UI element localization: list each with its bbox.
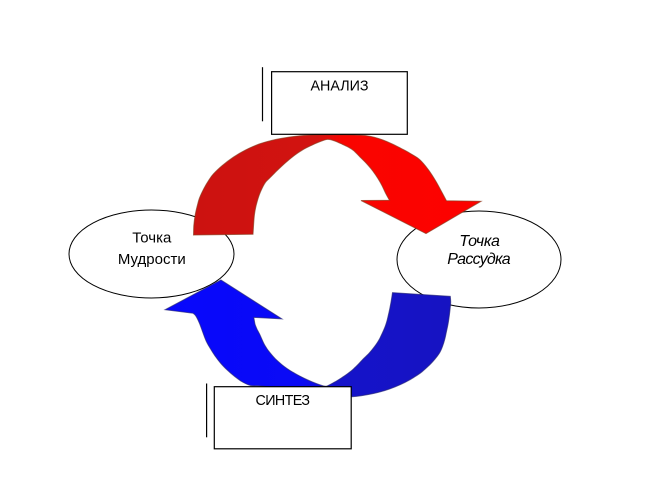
svg-text:Точка: Точка [459, 233, 500, 250]
svg-text:Рассудка: Рассудка [447, 251, 511, 268]
svg-text:СИНТЕЗ: СИНТЕЗ [256, 393, 310, 409]
svg-text:АНАЛИЗ: АНАЛИЗ [310, 79, 368, 95]
svg-text:Мудрости: Мудрости [118, 251, 186, 268]
svg-text:Точка: Точка [132, 230, 172, 247]
